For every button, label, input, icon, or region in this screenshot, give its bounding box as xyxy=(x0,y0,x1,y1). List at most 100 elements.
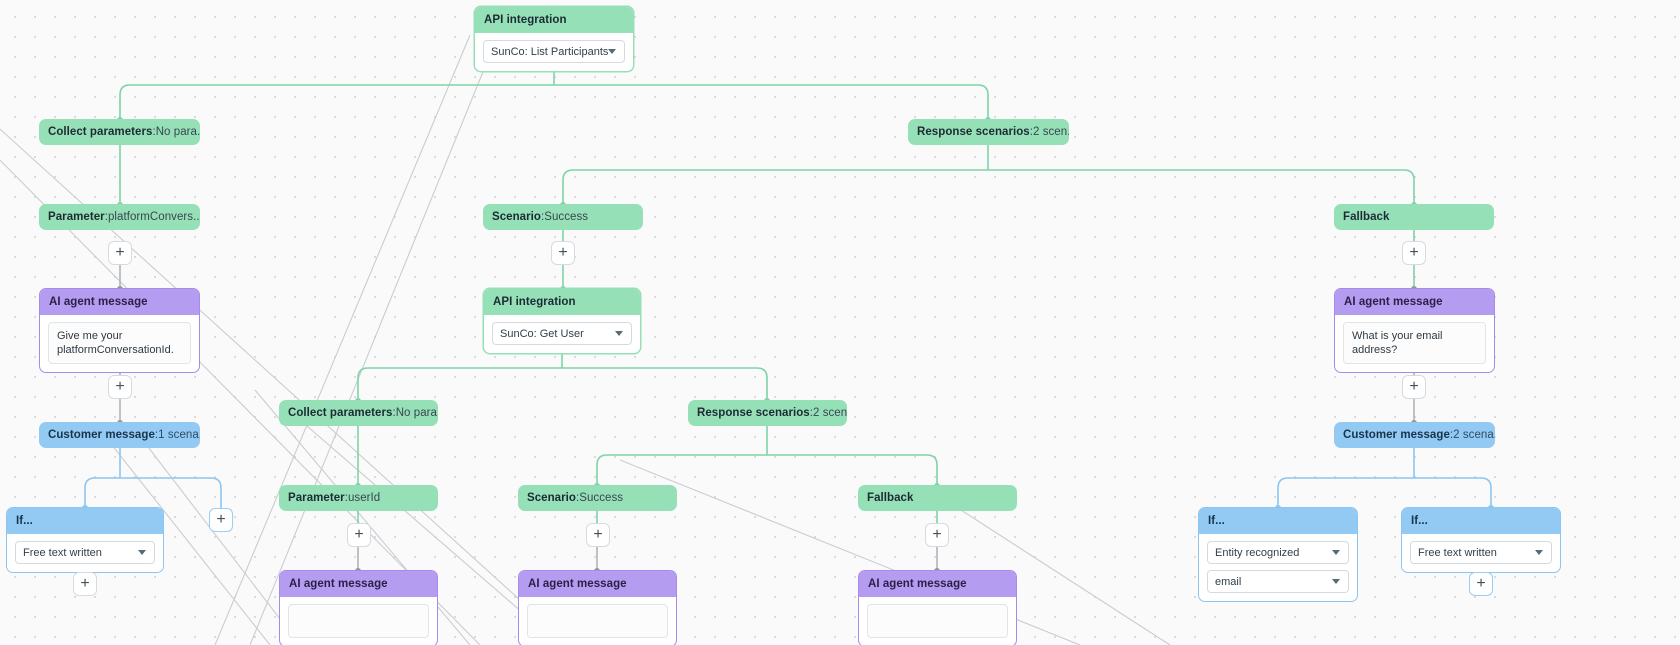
node-title: AI agent message xyxy=(868,578,967,590)
add-step-button[interactable]: + xyxy=(1402,241,1426,265)
node-title: Customer message xyxy=(1343,429,1450,441)
add-step-button[interactable]: + xyxy=(347,523,371,547)
node-body xyxy=(280,597,437,645)
node-title: Customer message xyxy=(48,429,155,441)
node-title: AI agent message xyxy=(528,578,627,590)
flow-node-param-1[interactable]: Parameter:platformConvers... xyxy=(39,204,200,230)
flow-node-if-3[interactable]: If... Free text written xyxy=(1401,507,1561,573)
flow-node-fallback-1[interactable]: Fallback xyxy=(1334,204,1494,230)
node-body xyxy=(519,597,676,645)
flow-node-collect-2[interactable]: Collect parameters:No para... xyxy=(279,400,438,426)
flow-node-aim-4[interactable]: AI agent message xyxy=(518,570,677,645)
add-step-button[interactable]: + xyxy=(73,572,97,596)
node-title: If... xyxy=(1208,515,1225,527)
flow-node-aim-3[interactable]: AI agent message xyxy=(279,570,438,645)
add-step-button[interactable]: + xyxy=(108,241,132,265)
flow-node-scen-1[interactable]: Scenario:Success xyxy=(483,204,643,230)
node-header-bar: Customer message:1 scena... xyxy=(39,422,200,448)
node-header-bar: Parameter:platformConvers... xyxy=(39,204,200,230)
flow-node-scen-2[interactable]: Scenario:Success xyxy=(518,485,677,511)
flow-node-fallback-2[interactable]: Fallback xyxy=(858,485,1017,511)
node-header-bar: Customer message:2 scena... xyxy=(1334,422,1495,448)
node-title: Collect parameters xyxy=(48,126,153,138)
node-header-bar: Collect parameters:No para... xyxy=(39,119,200,145)
message-textbox[interactable]: What is your email address? xyxy=(1343,322,1486,365)
dropdown-select[interactable]: Free text written xyxy=(1410,541,1552,564)
node-title: Response scenarios xyxy=(697,407,810,419)
dropdown-select[interactable]: Entity recognized xyxy=(1207,541,1349,564)
node-header-bar: Response scenarios:2 scen... xyxy=(908,119,1069,145)
node-subtitle: :2 scen... xyxy=(809,407,847,419)
node-title: Parameter xyxy=(288,492,345,504)
node-title: Response scenarios xyxy=(917,126,1030,138)
chevron-down-icon xyxy=(1535,550,1543,555)
node-body: Free text written xyxy=(1402,534,1560,572)
node-header-bar: Scenario:Success xyxy=(483,204,643,230)
node-title: AI agent message xyxy=(49,296,148,308)
add-step-button[interactable]: + xyxy=(108,375,132,399)
dropdown-value: Free text written xyxy=(1418,546,1497,559)
node-header-bar: API integration xyxy=(484,289,640,315)
dropdown-select[interactable]: SunCo: List Participants xyxy=(483,40,625,63)
add-step-button[interactable]: + xyxy=(551,241,575,265)
dropdown-select[interactable]: Free text written xyxy=(15,541,155,564)
node-title: Scenario xyxy=(527,492,576,504)
node-title: AI agent message xyxy=(1344,296,1443,308)
flow-node-if-1[interactable]: If...Free text written xyxy=(6,507,164,573)
node-body: Give me your platformConversationId. xyxy=(40,315,199,372)
add-step-button[interactable]: + xyxy=(209,508,233,532)
node-subtitle: :No para... xyxy=(152,126,200,138)
chevron-down-icon xyxy=(138,550,146,555)
node-header-bar: If... xyxy=(1199,508,1357,534)
node-title: Fallback xyxy=(1343,211,1390,223)
node-title: Parameter xyxy=(48,211,105,223)
dropdown-select[interactable]: email xyxy=(1207,570,1349,593)
flow-node-resp-1[interactable]: Response scenarios:2 scen... xyxy=(908,119,1069,145)
add-step-button[interactable]: + xyxy=(1469,572,1493,596)
node-subtitle: :platformConvers... xyxy=(104,211,200,223)
add-step-button[interactable]: + xyxy=(586,523,610,547)
dropdown-select[interactable]: SunCo: Get User xyxy=(492,322,632,345)
flow-node-aim-5[interactable]: AI agent message xyxy=(858,570,1017,645)
node-subtitle: :userId xyxy=(344,492,381,504)
message-textbox[interactable] xyxy=(288,604,429,638)
node-title: If... xyxy=(1411,515,1428,527)
dropdown-value: Free text written xyxy=(23,546,102,559)
node-header-bar: Fallback xyxy=(858,485,1017,511)
node-subtitle: :2 scena... xyxy=(1449,429,1495,441)
node-title: Scenario xyxy=(492,211,541,223)
add-step-button[interactable]: + xyxy=(1402,375,1426,399)
node-subtitle: :1 scena... xyxy=(154,429,200,441)
node-title: API integration xyxy=(493,296,576,308)
flow-node-if-2[interactable]: If... Entity recognized email xyxy=(1198,507,1358,602)
node-header-bar: Response scenarios:2 scen... xyxy=(688,400,847,426)
chevron-down-icon xyxy=(608,49,616,54)
node-title: Fallback xyxy=(867,492,914,504)
chevron-down-icon xyxy=(1332,579,1340,584)
node-title: API integration xyxy=(484,14,567,26)
node-subtitle: :Success xyxy=(540,211,589,223)
node-header-bar: AI agent message xyxy=(859,571,1016,597)
flow-node-cust-2[interactable]: Customer message:2 scena... xyxy=(1334,422,1495,448)
node-header-bar: AI agent message xyxy=(519,571,676,597)
message-textbox[interactable] xyxy=(527,604,668,638)
add-step-button[interactable]: + xyxy=(925,523,949,547)
node-header-bar: Fallback xyxy=(1334,204,1494,230)
node-body: Entity recognized email xyxy=(1199,534,1357,601)
message-textbox[interactable]: Give me your platformConversationId. xyxy=(48,322,191,365)
message-textbox[interactable] xyxy=(867,604,1008,638)
node-header-bar: Scenario:Success xyxy=(518,485,677,511)
node-subtitle: :2 scen... xyxy=(1029,126,1069,138)
flow-node-cust-1[interactable]: Customer message:1 scena... xyxy=(39,422,200,448)
flow-node-param-2[interactable]: Parameter:userId xyxy=(279,485,438,511)
flow-node-collect-1[interactable]: Collect parameters:No para... xyxy=(39,119,200,145)
node-body: SunCo: Get User xyxy=(484,315,640,353)
flow-node-resp-2[interactable]: Response scenarios:2 scen... xyxy=(688,400,847,426)
node-body xyxy=(859,597,1016,645)
dropdown-value: SunCo: Get User xyxy=(500,327,584,340)
